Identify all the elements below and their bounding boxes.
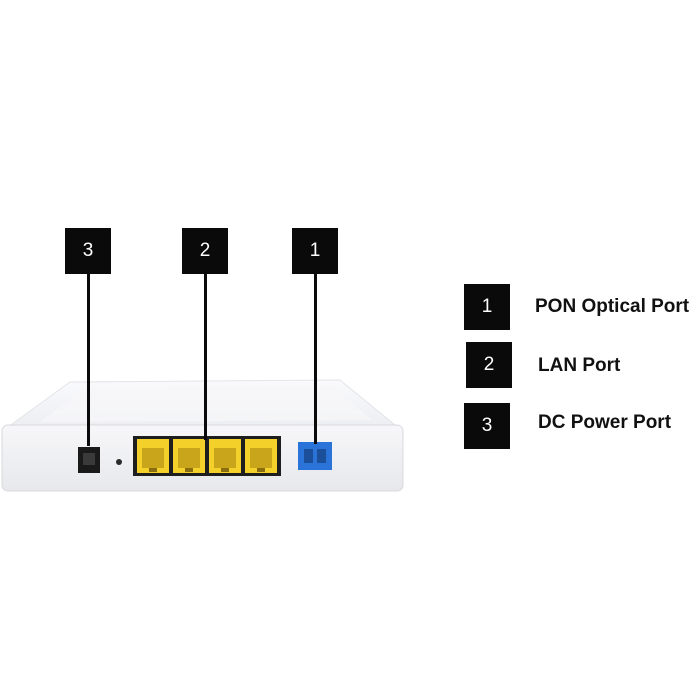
legend-label-dc-power-port: DC Power Port (538, 412, 672, 433)
lan-port-4 (245, 439, 277, 473)
callout-badge-1: 1 (292, 228, 338, 274)
callout-badge-2: 2 (182, 228, 228, 274)
legend-badge-2: 2 (466, 342, 512, 388)
dc-power-port-inner (83, 453, 95, 465)
leader-line-1 (314, 274, 317, 444)
lan-port-1 (137, 439, 169, 473)
lan-port-3 (209, 439, 241, 473)
pon-optical-port (298, 442, 332, 470)
legend-label-lan-port: LAN Port (538, 355, 621, 376)
leader-line-2 (204, 274, 207, 440)
lan-port-2 (173, 439, 205, 473)
legend-label-pon-optical-port: PON Optical Port (535, 296, 690, 317)
legend-badge-1: 1 (464, 284, 510, 330)
callout-badge-3: 3 (65, 228, 111, 274)
leader-line-3 (87, 274, 90, 446)
legend-badge-3: 3 (464, 403, 510, 449)
reset-pinhole (116, 459, 122, 465)
